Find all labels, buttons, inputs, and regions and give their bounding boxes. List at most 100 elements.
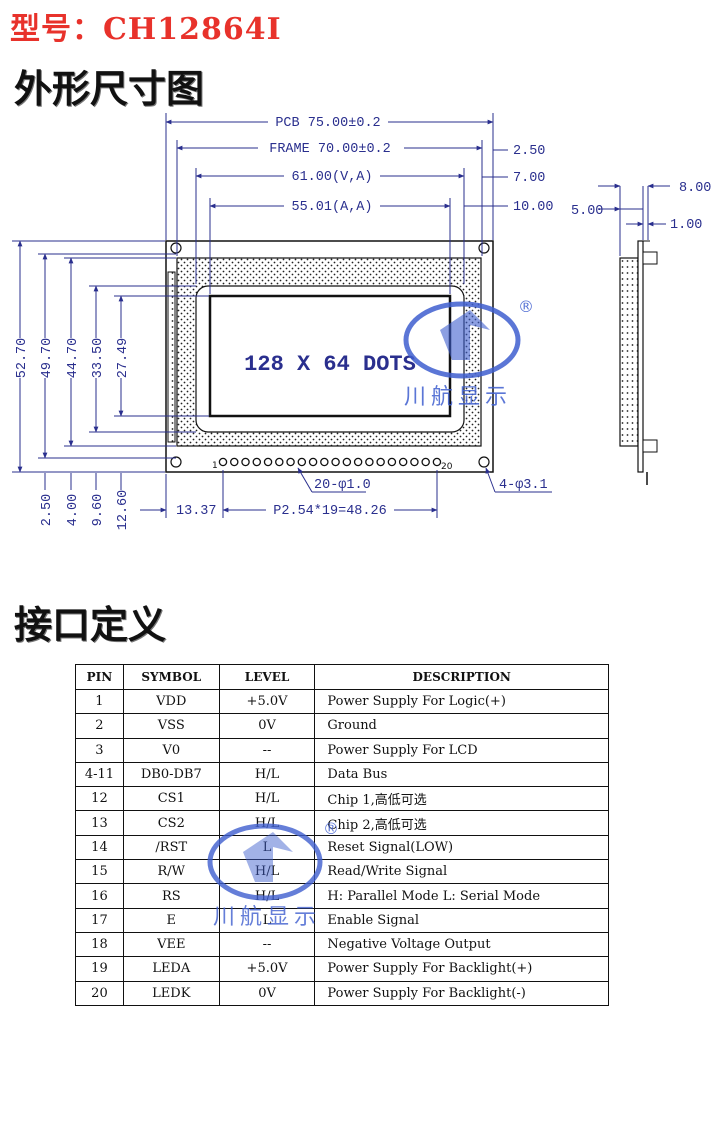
pin-hole — [230, 457, 239, 467]
header-description: DESCRIPTION — [314, 664, 609, 690]
bottom-dimensions: 2.50 4.00 9.60 12.60 13.37 P2.54*19=48.2… — [40, 467, 552, 530]
model-title: 型号：CH12864I — [10, 12, 282, 47]
dim-pin-pitch: P2.54*19=48.26 — [273, 504, 386, 519]
cell-pin: 3 — [75, 737, 124, 763]
watermark-table-registered: ® — [323, 819, 339, 838]
pin-hole — [263, 457, 273, 467]
dim-side-8-00: 8.00 — [679, 181, 711, 196]
dim-bottom-2-50: 2.50 — [40, 494, 55, 526]
watermark-registered: ® — [518, 297, 534, 316]
left-connector-strip — [167, 271, 176, 443]
cell-description: Data Bus — [314, 761, 609, 788]
dim-side-5-00: 5.00 — [571, 204, 603, 219]
dim-frame-width: FRAME 70.00±0.2 — [269, 142, 391, 157]
cell-level: H/L — [218, 761, 316, 788]
dim-pin-holes: 20-φ1.0 — [314, 478, 371, 493]
dim-right-7-00: 7.00 — [513, 171, 545, 186]
pin-hole — [286, 457, 295, 467]
cell-level: -- — [218, 931, 316, 958]
header-symbol: SYMBOL — [122, 664, 220, 690]
pin-hole — [252, 457, 262, 467]
cell-pin: 18 — [75, 931, 124, 958]
cell-level: 0V — [218, 713, 316, 739]
mount-hole — [170, 242, 182, 254]
pin-first-label: 1 — [212, 461, 218, 471]
pin-hole — [342, 457, 352, 467]
cell-pin: 16 — [75, 883, 124, 909]
pin-hole — [432, 457, 442, 467]
cell-level: +5.0V — [218, 688, 316, 715]
cell-description: Chip 2,高低可选 — [314, 810, 609, 836]
pin-hole — [218, 457, 228, 467]
pin-hole — [365, 457, 374, 467]
table-row: 15R/WH/LRead/Write Signal — [75, 859, 609, 885]
cell-symbol: /RST — [122, 834, 220, 861]
cell-description: H: Parallel Mode L: Serial Mode — [314, 883, 609, 909]
dim-aa-width: 55.01(A,A) — [291, 200, 372, 215]
header-level: LEVEL — [218, 664, 316, 690]
cell-symbol: VEE — [122, 931, 220, 958]
dim-bottom-13-37: 13.37 — [176, 504, 217, 519]
cell-symbol: LEDA — [122, 956, 220, 982]
cell-symbol: RS — [122, 883, 220, 909]
cell-pin: 1 — [75, 688, 124, 715]
watermark-table-text: 川航显示 — [213, 905, 321, 930]
pin-hole — [398, 457, 408, 467]
cell-pin: 12 — [75, 786, 124, 812]
pin-hole — [320, 457, 329, 467]
pin-hole — [308, 457, 318, 467]
dim-height-49-70: 49.70 — [40, 338, 55, 379]
outline-drawing: 128 X 64 DOTS 1 20 PCB 75.00±0.2 FRAME 7… — [12, 113, 711, 530]
cell-description: Ground — [314, 713, 609, 739]
cell-pin: 17 — [75, 907, 124, 933]
pin-hole — [376, 457, 385, 467]
dim-mount-holes: 4-φ3.1 — [499, 478, 548, 493]
cell-symbol: V0 — [122, 737, 220, 763]
pin-hole — [421, 457, 430, 467]
side-view: 8.00 5.00 1.00 — [571, 181, 711, 485]
table-header-row: PIN SYMBOL LEVEL DESCRIPTION — [75, 664, 609, 690]
cell-symbol: DB0-DB7 — [122, 761, 220, 788]
cell-symbol: R/W — [122, 859, 220, 885]
cell-pin: 19 — [75, 956, 124, 982]
top-dimensions: PCB 75.00±0.2 FRAME 70.00±0.2 61.00(V,A)… — [165, 113, 554, 294]
pin-hole — [387, 457, 397, 467]
pin-hole — [275, 457, 284, 467]
cell-pin: 20 — [75, 980, 124, 1006]
dim-bottom-9-60: 9.60 — [91, 494, 106, 526]
cell-pin: 4-11 — [75, 761, 124, 788]
pin-hole — [297, 457, 307, 467]
dim-right-2-50: 2.50 — [513, 144, 545, 159]
cell-description: Power Supply For Backlight(+) — [314, 956, 609, 982]
header-pin: PIN — [75, 664, 124, 690]
dim-pcb-width: PCB 75.00±0.2 — [275, 116, 380, 131]
cell-level: +5.0V — [218, 956, 316, 982]
cell-description: Power Supply For Logic(+) — [314, 688, 609, 715]
dim-height-44-70: 44.70 — [66, 338, 81, 379]
pin-hole — [353, 457, 363, 467]
cell-description: Enable Signal — [314, 907, 609, 933]
cell-level: 0V — [218, 980, 316, 1006]
pin-row — [218, 457, 442, 467]
dim-height-33-50: 33.50 — [91, 338, 106, 379]
left-dimensions: 52.70 49.70 44.70 33.50 27.49 — [12, 240, 209, 473]
cell-pin: 13 — [75, 810, 124, 836]
cell-symbol: LEDK — [122, 980, 220, 1006]
cell-description: Read/Write Signal — [314, 859, 609, 885]
mount-hole — [478, 456, 490, 468]
cell-level: H/L — [218, 786, 316, 812]
dim-right-10-00: 10.00 — [513, 200, 554, 215]
cell-pin: 15 — [75, 859, 124, 885]
cell-symbol: VDD — [122, 688, 220, 715]
watermark-logo: ® 川航显示 — [403, 297, 534, 410]
dim-height-52-70: 52.70 — [15, 338, 30, 379]
cell-description: Negative Voltage Output — [314, 931, 609, 958]
